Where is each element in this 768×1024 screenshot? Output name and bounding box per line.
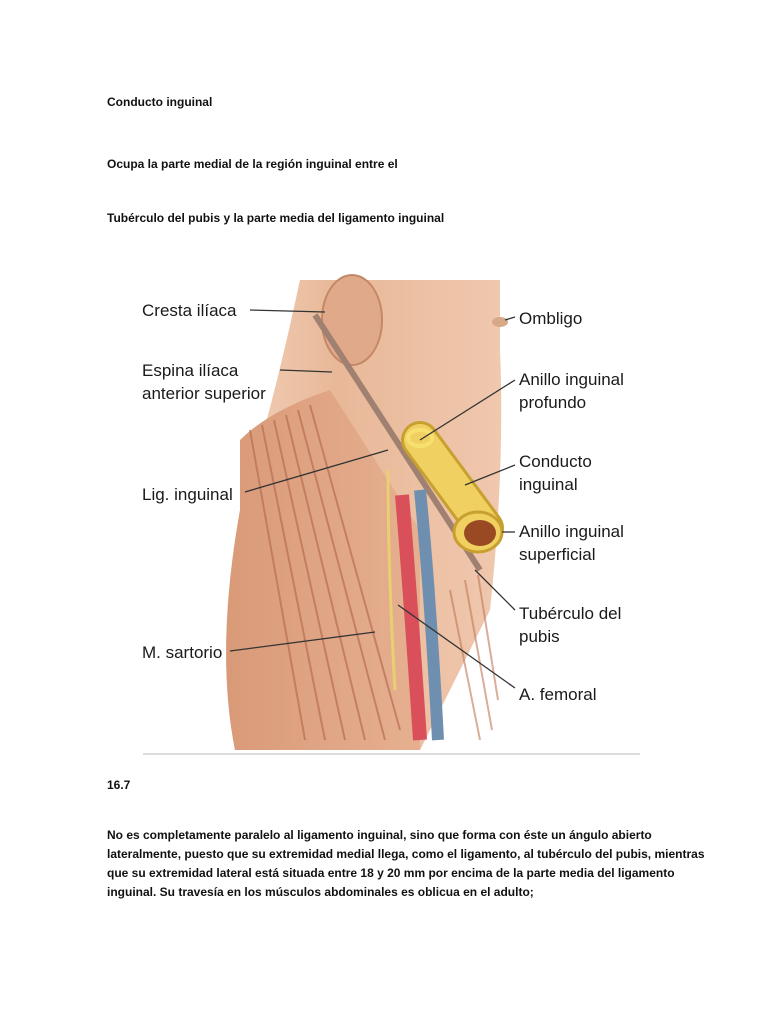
label-espina-line1: Espina ilíaca	[142, 361, 239, 380]
iliac-crest-shape	[321, 274, 383, 366]
paragraph-line-2: Tubérculo del pubis y la parte media del…	[107, 211, 445, 225]
sartorius-muscle	[249, 404, 401, 741]
label-lig-inguinal: Lig. inguinal	[142, 485, 233, 504]
label-sartorio: M. sartorio	[142, 643, 222, 662]
label-cresta-iliaca: Cresta ilíaca	[142, 301, 237, 320]
label-conducto-line2: inguinal	[519, 475, 578, 494]
label-anillo-superficial-line2: superficial	[519, 545, 596, 564]
inguinal-anatomy-figure: Cresta ilíaca Espina ilíaca anterior sup…	[142, 274, 624, 750]
label-anillo-profundo-line1: Anillo inguinal	[519, 370, 624, 389]
label-femoral: A. femoral	[519, 685, 596, 704]
navel	[492, 317, 508, 327]
femoral-nerve	[386, 469, 397, 691]
document-title: Conducto inguinal	[107, 95, 213, 109]
inguinal-ligament	[312, 313, 483, 572]
label-leaders	[229, 309, 516, 689]
femoral-artery	[395, 494, 427, 741]
label-conducto-line1: Conducto	[519, 452, 592, 471]
label-espina-line2: anterior superior	[142, 384, 266, 403]
deep-inguinal-ring	[406, 428, 434, 448]
figure-number: 16.7	[107, 778, 131, 792]
ring-opening	[464, 520, 496, 546]
body-paragraph: No es completamente paralelo al ligament…	[107, 828, 705, 899]
label-anillo-superficial-line1: Anillo inguinal	[519, 522, 624, 541]
paragraph-line-1: Ocupa la parte medial de la región ingui…	[107, 157, 398, 171]
adductor-muscles	[449, 574, 499, 741]
figure-divider	[143, 753, 640, 755]
label-tuberculo-line2: pubis	[519, 627, 560, 646]
label-ombligo: Ombligo	[519, 309, 582, 328]
femoral-vein	[414, 489, 444, 741]
label-tuberculo-line1: Tubérculo del	[519, 604, 621, 623]
label-anillo-profundo-line2: profundo	[519, 393, 586, 412]
